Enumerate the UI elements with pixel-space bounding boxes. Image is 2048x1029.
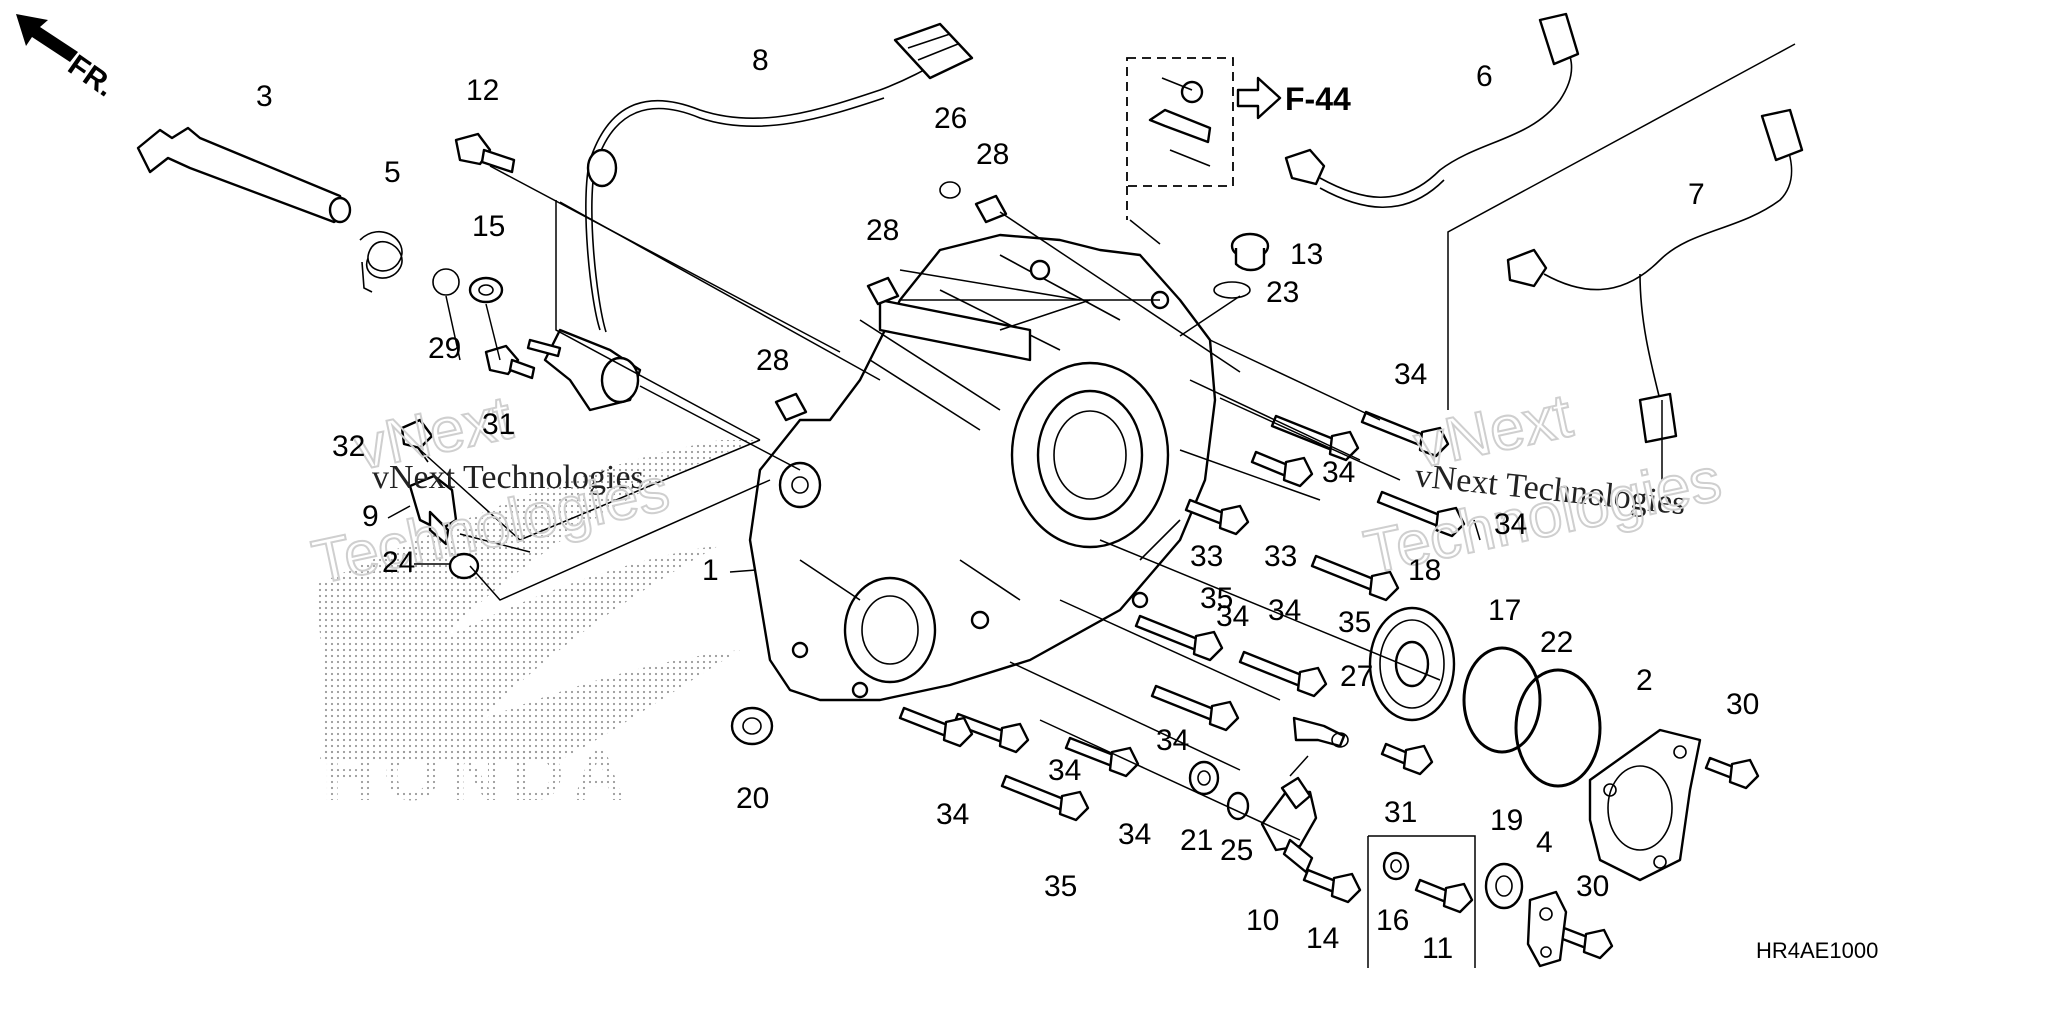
callout-label: 18 [1408, 554, 1441, 587]
bearing-cover-2 [1588, 728, 1702, 882]
o-ring-26 [939, 181, 961, 199]
callout-label: 23 [1266, 276, 1299, 309]
rear-crankcase-cover [748, 233, 1217, 702]
o-ring-23 [1213, 281, 1251, 299]
callout-label: 24 [382, 546, 415, 579]
callout-label: 32 [332, 430, 365, 463]
reference-box: F-44 [1126, 57, 1351, 220]
speed-sensor-10 [1260, 776, 1318, 874]
callout-label: 22 [1540, 626, 1573, 659]
watermark-outline-vnext-right: vNext [1409, 381, 1578, 481]
callout-labels: 1 2 3 4 5 6 7 8 9 10 11 12 13 14 15 16 1… [256, 44, 1759, 965]
callout-label: 30 [1576, 870, 1609, 903]
callout-label: 34 [1156, 724, 1189, 757]
bracket-line [1367, 835, 1476, 968]
front-direction-indicator: FR. [16, 14, 121, 103]
callout-label: 16 [1376, 904, 1409, 937]
dowel-pin-28-low [774, 392, 808, 422]
shift-spindle [136, 126, 352, 224]
callout-label: 34 [1048, 754, 1081, 787]
callout-label: 20 [736, 782, 769, 815]
diagram-code: HR4AE1000 [1756, 938, 1878, 963]
callout-label: 34 [1394, 358, 1427, 391]
callout-label: 21 [1180, 824, 1213, 857]
reference-label: F-44 [1285, 81, 1351, 117]
callout-label: 34 [936, 798, 969, 831]
direction-arrow-icon [16, 14, 78, 62]
return-spring [359, 230, 403, 293]
washer-15 [468, 276, 504, 304]
bolt-12 [454, 132, 516, 174]
callout-label: 26 [934, 102, 967, 135]
plug-13 [1230, 232, 1270, 272]
honda-wing-logo: HONDA [315, 440, 760, 816]
wire-harness-7 [1506, 108, 1804, 444]
bracket-4 [1526, 890, 1568, 968]
flange-bolts [898, 410, 1760, 960]
circlip-17 [1462, 646, 1542, 754]
callout-label: 33 [1190, 540, 1223, 573]
callout-label: 4 [1536, 826, 1553, 859]
callout-label: 33 [1264, 540, 1297, 573]
watermark-text-left: vNext Technologies [372, 459, 644, 496]
callout-label: 9 [362, 500, 379, 533]
callout-label: 31 [1384, 796, 1417, 829]
leader-lines [417, 165, 1663, 841]
honda-brand-text: HONDA [322, 733, 633, 816]
separator-line [1447, 43, 1796, 410]
callout-label: 34 [1118, 818, 1151, 851]
callout-label: 13 [1290, 238, 1323, 271]
callout-label: 2 [1636, 664, 1653, 697]
oil-seal-20 [730, 706, 774, 746]
callout-label: 35 [1338, 606, 1371, 639]
bearing-18 [1368, 606, 1456, 722]
bolt-32 [400, 418, 434, 463]
callout-label: 34 [1322, 456, 1355, 489]
callout-label: 35 [1044, 870, 1077, 903]
callout-label: 15 [472, 210, 505, 243]
callout-label: 30 [1726, 688, 1759, 721]
callout-label: 11 [1422, 932, 1453, 965]
callout-label: 6 [1476, 60, 1493, 93]
dowel-pin-28-top [974, 194, 1008, 224]
callout-label: 34 [1268, 594, 1301, 627]
callout-label: 29 [428, 332, 461, 365]
callout-label: 28 [976, 138, 1009, 171]
callout-label: 35 [1200, 582, 1233, 615]
callout-label: 1 [702, 554, 719, 587]
callout-label: 7 [1688, 178, 1705, 211]
bolt-31-upper [484, 344, 536, 380]
wire-harness-8 [526, 22, 974, 412]
callout-label: 12 [466, 74, 499, 107]
callout-label: 25 [1220, 834, 1253, 867]
oil-seal-19 [1484, 862, 1524, 910]
callout-label: 3 [256, 80, 273, 113]
o-ring-22 [1514, 668, 1602, 788]
callout-label: 34 [1216, 600, 1249, 633]
circlip-29 [432, 268, 460, 296]
reference-arrow-icon [1236, 76, 1282, 120]
callout-label: 19 [1490, 804, 1523, 837]
clamp-27 [1292, 716, 1349, 748]
callout-label: 31 [482, 408, 515, 441]
callout-label: 28 [756, 344, 789, 377]
callout-label: 5 [384, 156, 401, 189]
dowel-pin-28-mid [866, 276, 900, 306]
callout-label: 14 [1306, 922, 1339, 955]
callout-label: 8 [752, 44, 769, 77]
callout-label: 28 [866, 214, 899, 247]
callout-label: 17 [1488, 594, 1521, 627]
o-ring-24 [448, 552, 480, 580]
callout-label: 34 [1494, 508, 1527, 541]
callout-label: 10 [1246, 904, 1279, 937]
washer-16 [1382, 851, 1410, 881]
wire-harness-6 [1284, 12, 1580, 208]
sensor-9 [408, 474, 458, 546]
oil-seal-21 [1188, 760, 1220, 796]
callout-label: 27 [1340, 660, 1373, 693]
